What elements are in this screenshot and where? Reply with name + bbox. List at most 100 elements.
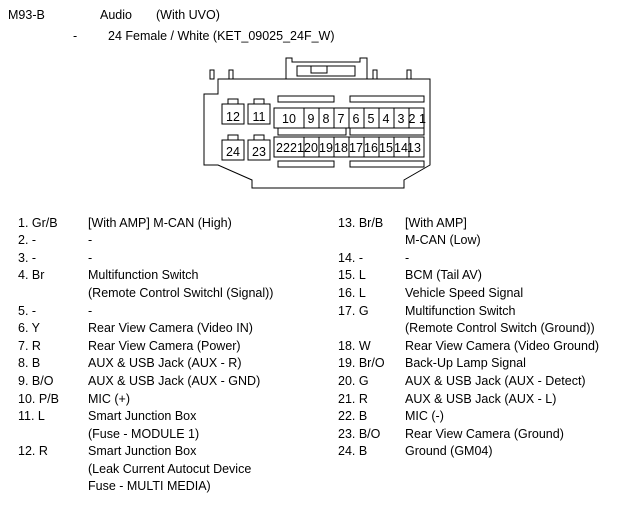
pin-description-line: - xyxy=(88,303,93,318)
connector-slot-bottom-right xyxy=(349,160,425,168)
pin-description-line: Multifunction Switch xyxy=(88,268,199,283)
pin-label-15: 15 xyxy=(379,141,393,155)
pin-description: Rear View Camera (Ground) xyxy=(405,426,564,444)
pin-number: 10. P/B xyxy=(18,391,59,406)
pin-description: - xyxy=(88,250,92,268)
pin-label-20: 20 xyxy=(304,141,318,155)
pin-label-4: 4 xyxy=(383,112,390,126)
pin-description: Back-Up Lamp Signal xyxy=(405,355,526,373)
pin-label-16: 16 xyxy=(364,141,378,155)
pin-label-5: 5 xyxy=(368,112,375,126)
pin-number: 14. - xyxy=(338,250,364,265)
pin-number: 23. B/O xyxy=(338,426,381,441)
pin-number: 6. Y xyxy=(18,321,41,336)
pin-description: Rear View Camera (Video IN) xyxy=(88,320,253,338)
pin-label-3: 3 xyxy=(398,112,405,126)
pin-description: Rear View Camera (Video Ground) xyxy=(405,338,599,356)
pin-description: AUX & USB Jack (AUX - L) xyxy=(405,391,556,409)
connector-code: M93-B xyxy=(8,8,45,22)
pin-description-line: Smart Junction Box xyxy=(88,444,197,459)
pin-number: 8. B xyxy=(18,356,41,371)
pin-label-17: 17 xyxy=(349,141,363,155)
connector-pin-notch-top xyxy=(227,98,239,105)
pin-description-line: AUX & USB Jack (AUX - Detect) xyxy=(405,373,586,388)
pin-description-line: Vehicle Speed Signal xyxy=(405,285,524,300)
pin-number: 12. R xyxy=(18,444,48,459)
pin-description-line: - xyxy=(405,250,410,265)
connector-peg-right-1 xyxy=(372,69,378,80)
pin-description: MIC (-) xyxy=(405,408,444,426)
pin-label-2: 2 xyxy=(409,112,416,126)
connector-slot-mid-right xyxy=(349,127,425,136)
pin-number: 16. L xyxy=(338,285,366,300)
pin-label-11: 11 xyxy=(253,110,266,124)
pin-label-9: 9 xyxy=(308,112,315,126)
pin-description-line: Smart Junction Box xyxy=(88,409,197,424)
pin-description: [With AMP] M-CAN (Low) xyxy=(405,215,481,250)
connector-latch-tab xyxy=(310,65,328,74)
pin-description-line: Back-Up Lamp Signal xyxy=(405,356,526,371)
connector-slot-bottom-left xyxy=(277,160,335,168)
pin-description-line: Ground (GM04) xyxy=(405,444,493,459)
pin-number: 2. - xyxy=(18,233,37,248)
pin-label-6: 6 xyxy=(353,112,360,126)
connector-body xyxy=(203,78,431,189)
connector-latch-inner xyxy=(296,65,356,77)
pin-description: AUX & USB Jack (AUX - R) xyxy=(88,355,242,373)
pin-description: Multifunction Switch(Remote Control Swit… xyxy=(405,303,595,338)
pin-description-line: AUX & USB Jack (AUX - GND) xyxy=(88,373,261,388)
pin-label-1: 1 xyxy=(419,112,426,126)
pin-label-21: 21 xyxy=(290,141,304,155)
pin-description-line: (Remote Control Switchl (Signal)) xyxy=(88,285,274,300)
pin-number: 17. G xyxy=(338,303,369,318)
pin-description-line: Rear View Camera (Power) xyxy=(88,338,241,353)
pin-description: [With AMP] M-CAN (High) xyxy=(88,215,232,233)
pin-number: 7. R xyxy=(18,338,41,353)
pin-description: Vehicle Speed Signal xyxy=(405,285,523,303)
connector-slot-mid-left xyxy=(277,127,347,136)
pin-description-line: (Leak Current Autocut Device xyxy=(88,461,252,476)
pin-number: 20. G xyxy=(338,373,369,388)
pin-description-line: [With AMP] xyxy=(405,215,467,230)
connector-pin-notch-bot2 xyxy=(253,134,265,141)
pin-description-line: Fuse - MULTI MEDIA) xyxy=(88,479,211,494)
pin-description-line: M-CAN (Low) xyxy=(405,233,481,248)
pin-number: 11. L xyxy=(18,409,45,424)
pin-description: MIC (+) xyxy=(88,391,130,409)
pin-description-line: - xyxy=(88,250,93,265)
connector-pin-notch-top2 xyxy=(253,98,265,105)
pin-number: 5. - xyxy=(18,303,37,318)
pin-description: Smart Junction Box (Fuse - MODULE 1) xyxy=(88,408,199,443)
pin-label-8: 8 xyxy=(323,112,330,126)
pin-label-13: 13 xyxy=(407,141,421,155)
pin-description: Smart Junction Box (Leak Current Autocut … xyxy=(88,443,251,496)
component-variant: (With UVO) xyxy=(156,8,220,22)
pin-label-24: 24 xyxy=(226,145,240,159)
pin-label-12: 12 xyxy=(226,110,240,124)
pin-description-line: Rear View Camera (Video IN) xyxy=(88,321,253,336)
component-name: Audio xyxy=(100,8,132,22)
pin-description-line: [With AMP] M-CAN (High) xyxy=(88,215,232,230)
connector-latch xyxy=(285,57,368,79)
pin-number: 4. Br xyxy=(18,268,45,283)
pin-description: AUX & USB Jack (AUX - GND) xyxy=(88,373,260,391)
pin-description-line: Rear View Camera (Video Ground) xyxy=(405,338,600,353)
pin-label-7: 7 xyxy=(338,112,345,126)
pin-description: - xyxy=(88,303,92,321)
pin-description-line: MIC (+) xyxy=(88,391,131,406)
pin-description-line: (Fuse - MODULE 1) xyxy=(88,426,200,441)
pin-number: 18. W xyxy=(338,338,371,353)
pin-description-line: BCM (Tail AV) xyxy=(405,268,482,283)
pin-description: Ground (GM04) xyxy=(405,443,493,461)
pin-label-18: 18 xyxy=(334,141,348,155)
pin-label-10: 10 xyxy=(282,112,296,126)
connector-pin-notch-bot xyxy=(227,134,239,141)
pin-description: Rear View Camera (Power) xyxy=(88,338,241,356)
pin-number: 24. B xyxy=(338,444,368,459)
pin-label-14: 14 xyxy=(394,141,408,155)
pin-number: 15. L xyxy=(338,268,366,283)
pin-description: - xyxy=(88,232,92,250)
pin-number: 3. - xyxy=(18,250,37,265)
pin-number: 19. Br/O xyxy=(338,356,385,371)
connector-peg-left-2 xyxy=(228,69,234,80)
